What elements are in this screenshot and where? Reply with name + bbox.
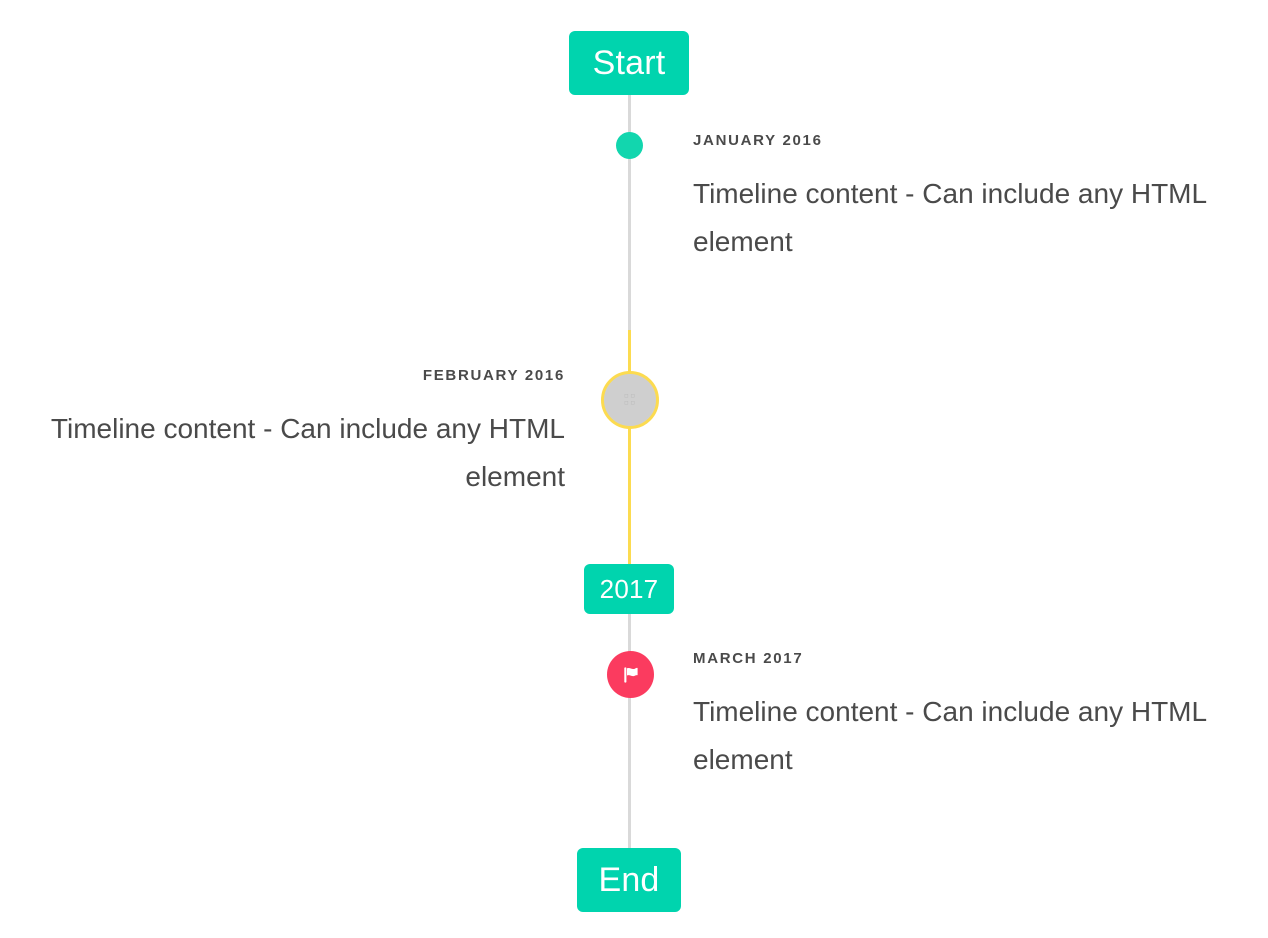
marker-february-2016[interactable]: ▫▫ ▫▫: [601, 371, 659, 429]
event-body: Timeline content - Can include any HTML …: [693, 178, 1207, 257]
marker-january-2016[interactable]: [616, 132, 643, 159]
timeline-end-badge[interactable]: End: [577, 848, 681, 912]
event-body: Timeline content - Can include any HTML …: [693, 696, 1207, 775]
event-heading: JANUARY 2016: [693, 132, 823, 149]
timeline-event-february-2016: FEBRUARY 2016 Timeline content - Can inc…: [41, 366, 565, 501]
timeline-rail-bottom: [628, 614, 631, 848]
event-body: Timeline content - Can include any HTML …: [50, 413, 565, 492]
event-heading: FEBRUARY 2016: [422, 367, 565, 384]
marker-march-2017[interactable]: [607, 651, 654, 698]
broken-glyph-icon: ▫▫ ▫▫: [623, 391, 637, 408]
timeline-start-badge[interactable]: Start: [569, 31, 689, 95]
timeline-rail-top: [628, 95, 631, 330]
timeline-event-march-2017: MARCH 2017 Timeline content - Can includ…: [693, 649, 1217, 784]
timeline-rail-highlight: [628, 330, 631, 565]
flag-icon: [623, 666, 638, 683]
timeline-year-badge-2017[interactable]: 2017: [584, 564, 674, 614]
event-heading: MARCH 2017: [693, 650, 804, 667]
timeline-event-january-2016: JANUARY 2016 Timeline content - Can incl…: [693, 131, 1217, 266]
